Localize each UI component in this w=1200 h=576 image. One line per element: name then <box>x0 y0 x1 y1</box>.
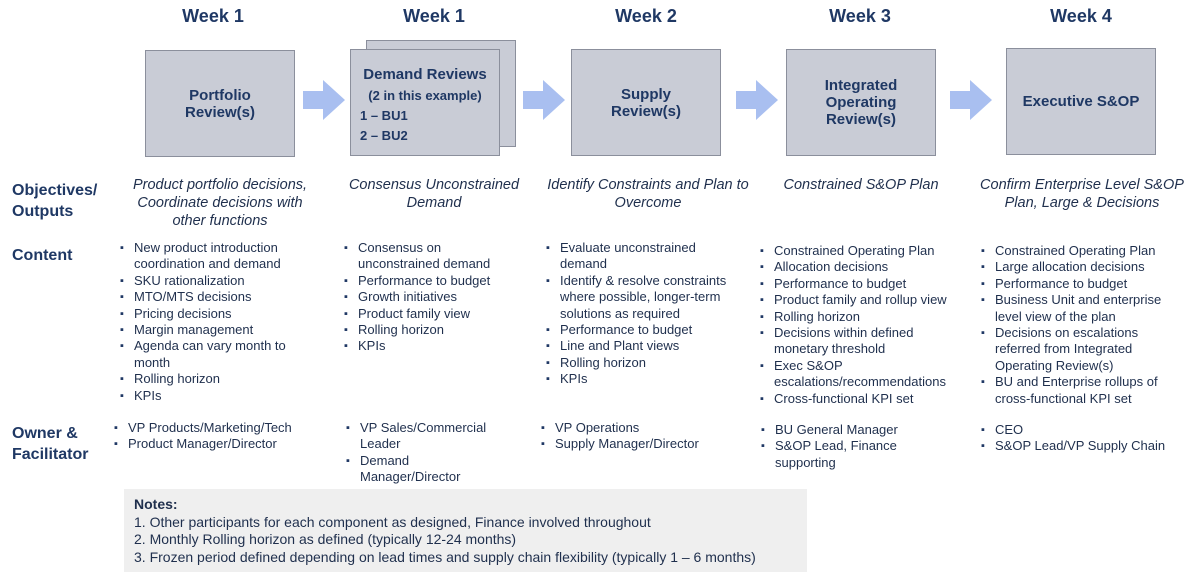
owner-list-executive: CEO S&OP Lead/VP Supply Chain <box>981 422 1181 455</box>
list-item: VP Sales/Commercial Leader <box>346 420 511 453</box>
list-item: Product family view <box>344 306 514 323</box>
list-item: Product Manager/Director <box>114 436 324 453</box>
integrated-operating-review-title: Integrated Operating Review(s) <box>824 77 898 128</box>
list-item: Performance to budget <box>344 273 514 290</box>
list-item: Cross-functional KPI set <box>760 391 970 408</box>
list-item: Growth initiatives <box>344 289 514 306</box>
list-item: KPIs <box>344 338 514 355</box>
list-item: Consensus on unconstrained demand <box>344 240 514 273</box>
supply-review-box: Supply Review(s) <box>571 49 721 156</box>
list-item: Supply Manager/Director <box>541 436 741 453</box>
arrow-right-icon <box>303 80 345 120</box>
arrow-right-icon <box>950 80 992 120</box>
arrow-right-icon <box>523 80 565 120</box>
list-item: Performance to budget <box>981 276 1181 293</box>
list-item: KPIs <box>120 388 305 405</box>
demand-review-item-bu2: 2 – BU2 <box>360 128 408 143</box>
list-item: MTO/MTS decisions <box>120 289 305 306</box>
arrow-right-icon <box>736 80 778 120</box>
list-item: Allocation decisions <box>760 259 970 276</box>
portfolio-review-box: Portfolio Review(s) <box>145 50 295 157</box>
list-item: Large allocation decisions <box>981 259 1181 276</box>
objectives-row-label: Objectives/ Outputs <box>12 182 98 220</box>
demand-review-item-bu1: 1 – BU1 <box>360 108 408 123</box>
list-item: Rolling horizon <box>760 309 970 326</box>
list-item: New product introduction coordination an… <box>120 240 305 273</box>
notes-panel: Notes: 1. Other participants for each co… <box>124 489 807 572</box>
content-list-portfolio: New product introduction coordination an… <box>120 240 305 404</box>
week-4-header: Week 4 <box>1050 6 1112 26</box>
objective-demand: Consensus Unconstrained Demand <box>348 177 520 211</box>
list-item: Product family and rollup view <box>760 292 970 309</box>
note-item: 1. Other participants for each component… <box>134 513 651 530</box>
supply-review-title: Supply Review(s) <box>610 85 682 120</box>
list-item: Decisions within defined monetary thresh… <box>760 325 970 358</box>
week-1-header: Week 1 <box>182 6 244 26</box>
list-item: Performance to budget <box>546 322 746 339</box>
week-3-header: Week 3 <box>829 6 891 26</box>
list-item: Evaluate unconstrained demand <box>546 240 746 273</box>
list-item: S&OP Lead/VP Supply Chain <box>981 438 1181 455</box>
demand-review-title: Demand Reviews <box>363 66 487 83</box>
list-item: Decisions on escalations referred from I… <box>981 325 1181 374</box>
owner-row-label: Owner & Facilitator <box>12 425 89 463</box>
list-item: CEO <box>981 422 1181 439</box>
demand-review-subtitle: (2 in this example) <box>368 88 482 103</box>
owner-list-supply: VP Operations Supply Manager/Director <box>541 420 741 453</box>
note-item: 3. Frozen period defined depending on le… <box>134 548 756 565</box>
list-item: Identify & resolve constraints where pos… <box>546 273 746 322</box>
list-item: BU General Manager <box>761 422 941 439</box>
objective-integrated: Constrained S&OP Plan <box>783 177 939 193</box>
owner-list-portfolio: VP Products/Marketing/Tech Product Manag… <box>114 420 324 453</box>
objective-executive: Confirm Enterprise Level S&OP Plan, Larg… <box>980 177 1184 211</box>
list-item: S&OP Lead, Finance supporting <box>761 438 941 471</box>
list-item: Pricing decisions <box>120 306 305 323</box>
list-item: Rolling horizon <box>546 355 746 372</box>
objective-portfolio: Product portfolio decisions, Coordinate … <box>132 177 308 229</box>
content-list-supply: Evaluate unconstrained demand Identify &… <box>546 240 746 388</box>
content-list-integrated: Constrained Operating Plan Allocation de… <box>760 243 970 407</box>
objective-supply: Identify Constraints and Plan to Overcom… <box>547 177 749 211</box>
list-item: Constrained Operating Plan <box>760 243 970 260</box>
list-item: SKU rationalization <box>120 273 305 290</box>
list-item: Agenda can vary month to month <box>120 338 305 371</box>
demand-review-box: Demand Reviews (2 in this example) 1 – B… <box>350 49 500 156</box>
executive-sop-box: Executive S&OP <box>1006 48 1156 155</box>
list-item: VP Operations <box>541 420 741 437</box>
content-row-label: Content <box>12 247 73 264</box>
owner-list-demand: VP Sales/Commercial Leader Demand Manage… <box>346 420 511 486</box>
list-item: Constrained Operating Plan <box>981 243 1181 260</box>
note-item: 2. Monthly Rolling horizon as defined (t… <box>134 531 517 547</box>
integrated-operating-review-box: Integrated Operating Review(s) <box>786 49 936 156</box>
list-item: KPIs <box>546 371 746 388</box>
list-item: Margin management <box>120 322 305 339</box>
week-2-header: Week 2 <box>615 6 677 26</box>
notes-title: Notes: <box>134 496 178 512</box>
list-item: BU and Enterprise rollups of cross-funct… <box>981 374 1181 407</box>
list-item: Rolling horizon <box>344 322 514 339</box>
list-item: Business Unit and enterprise level view … <box>981 292 1181 325</box>
list-item: Exec S&OP escalations/recommendations <box>760 358 970 391</box>
list-item: Performance to budget <box>760 276 970 293</box>
content-list-demand: Consensus on unconstrained demand Perfor… <box>344 240 514 355</box>
list-item: VP Products/Marketing/Tech <box>114 420 324 437</box>
list-item: Rolling horizon <box>120 371 305 388</box>
executive-sop-title: Executive S&OP <box>1022 93 1140 110</box>
owner-list-integrated: BU General Manager S&OP Lead, Finance su… <box>761 422 941 471</box>
list-item: Line and Plant views <box>546 338 746 355</box>
list-item: Demand Manager/Director <box>346 453 511 486</box>
week-1b-header: Week 1 <box>403 6 465 26</box>
portfolio-review-title: Portfolio Review(s) <box>184 86 256 121</box>
content-list-executive: Constrained Operating Plan Large allocat… <box>981 243 1181 407</box>
